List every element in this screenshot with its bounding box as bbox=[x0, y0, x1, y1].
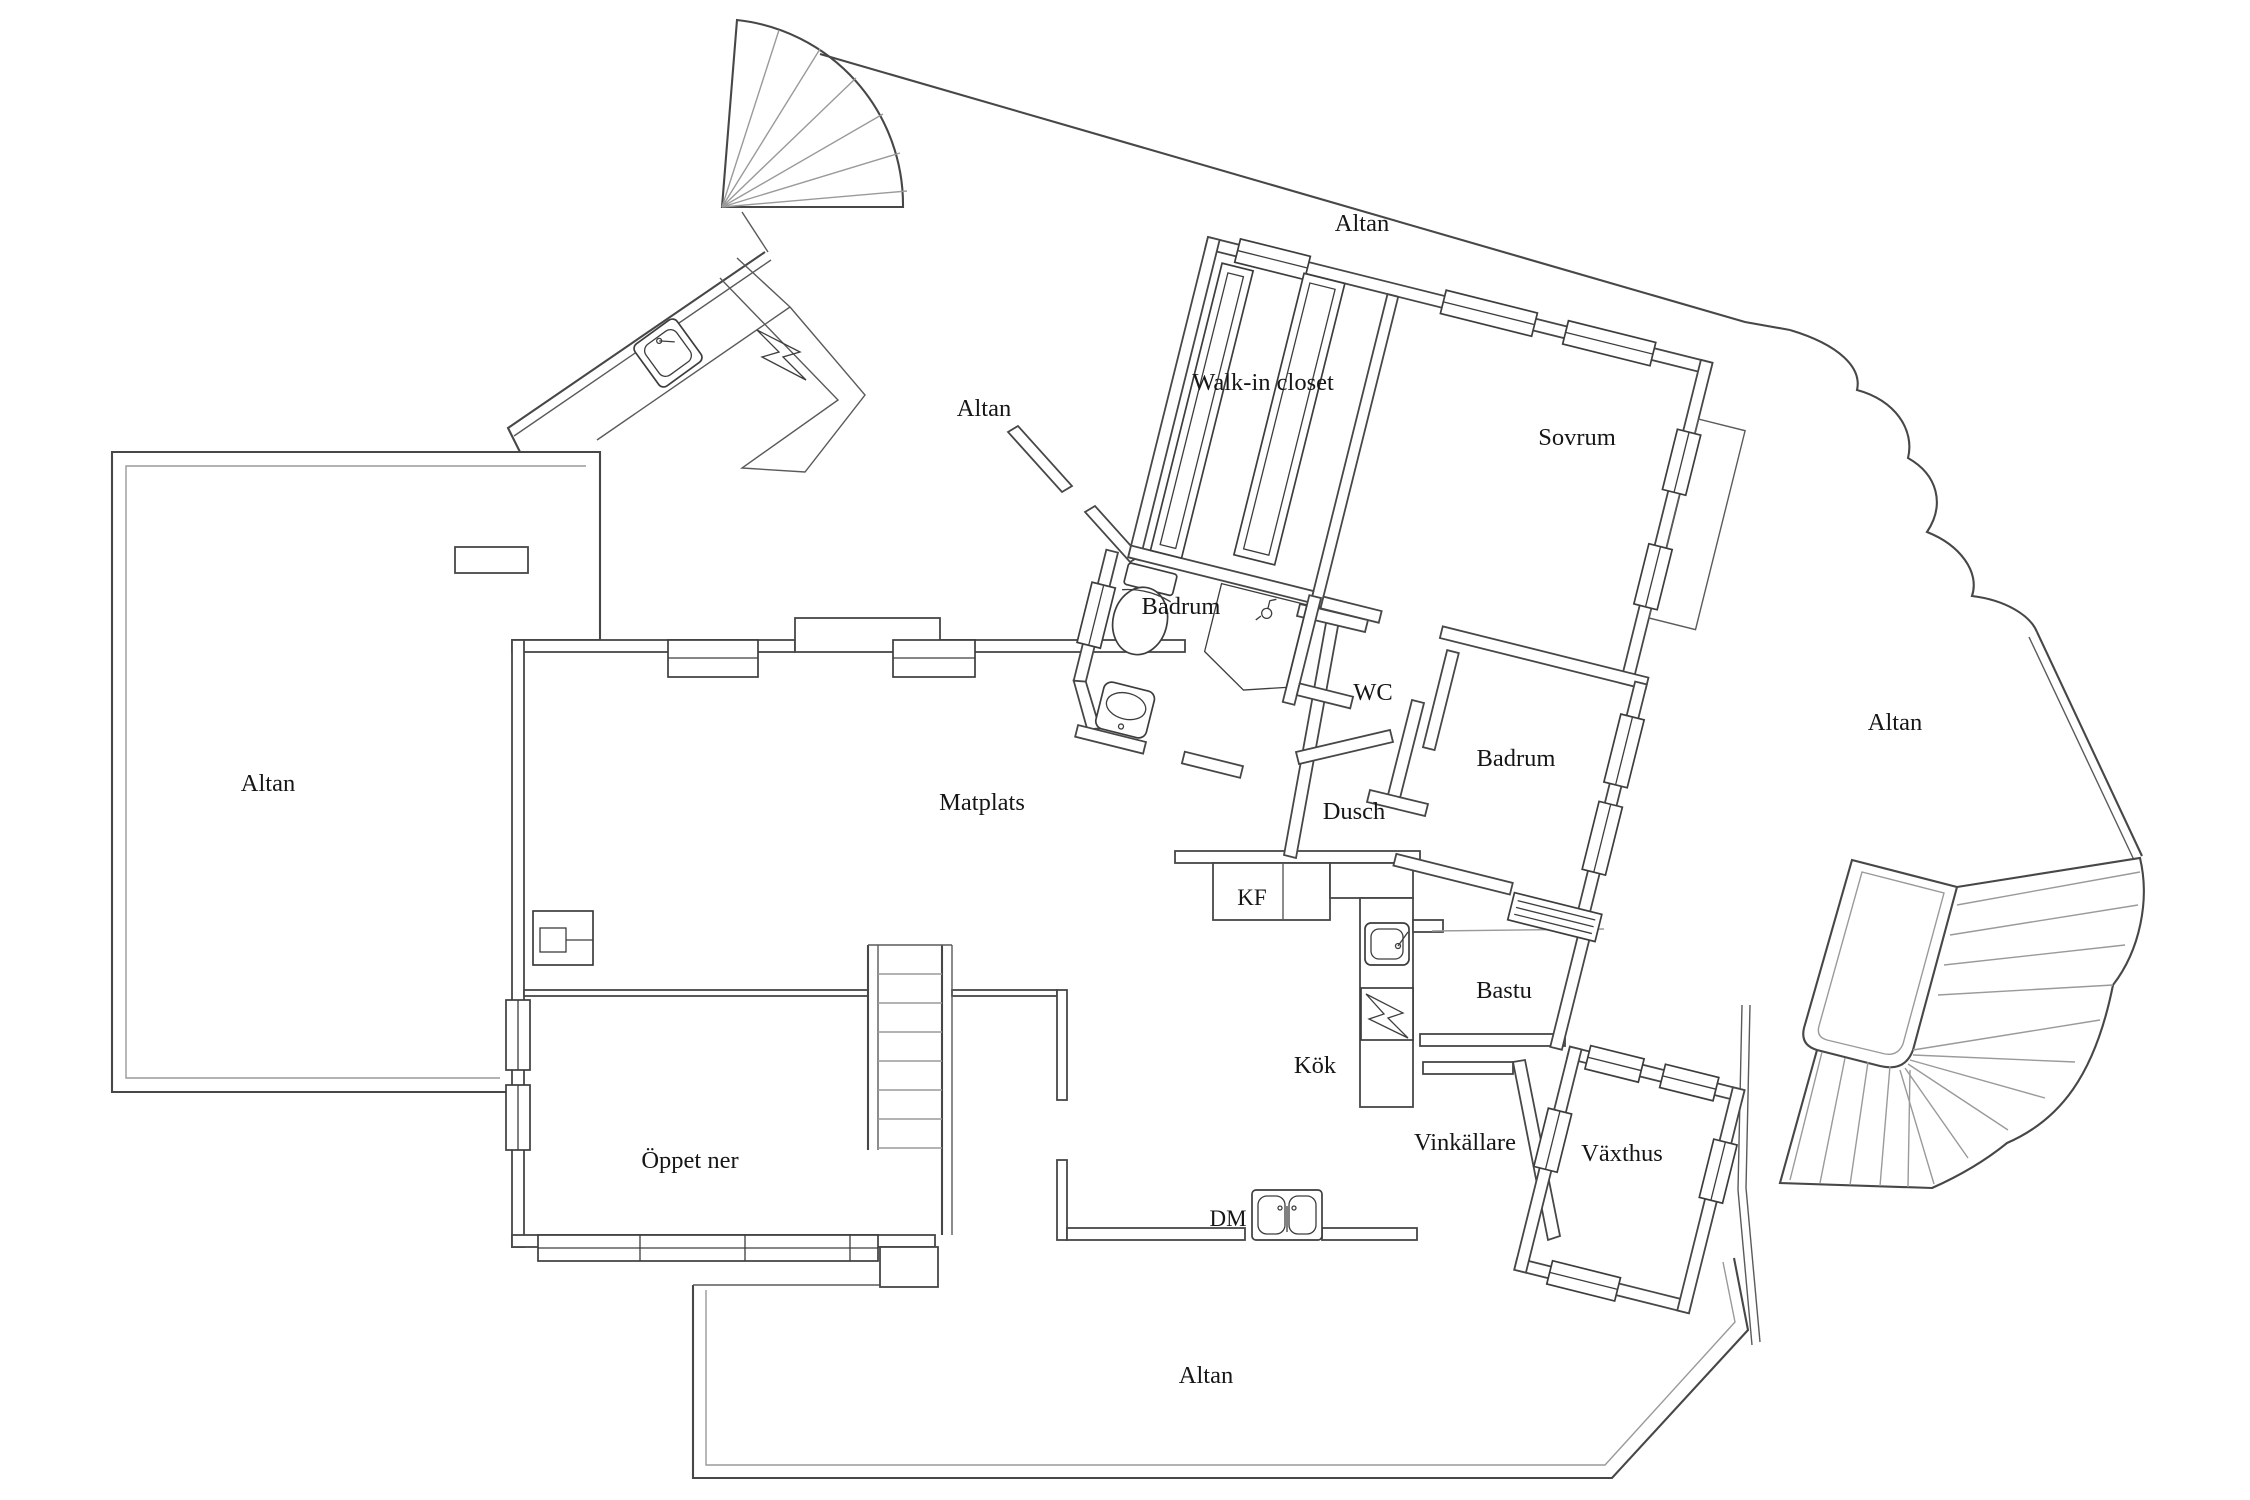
deck-curved-edge bbox=[1737, 328, 2143, 1346]
room-label-walk-in-closet: Walk-in closet bbox=[1192, 369, 1334, 396]
room-label-altan-left: Altan bbox=[241, 770, 295, 797]
fireplace-icon bbox=[532, 910, 594, 966]
wine-cellar-walls bbox=[1422, 1058, 1562, 1242]
room-label-vaxthus: Växthus bbox=[1581, 1140, 1663, 1167]
room-label-vinkallare: Vinkällare bbox=[1414, 1129, 1516, 1156]
room-label-oppet-ner: Öppet ner bbox=[641, 1147, 738, 1174]
room-label-matplats: Matplats bbox=[939, 789, 1025, 816]
main-house-walls bbox=[505, 617, 1421, 1288]
interior-staircase bbox=[866, 944, 953, 1235]
room-label-wc: WC bbox=[1353, 679, 1392, 706]
room-label-dm: DM bbox=[1209, 1206, 1246, 1231]
bedroom-wing bbox=[1072, 235, 1746, 1315]
kitchen-sink-icon bbox=[1364, 922, 1410, 966]
room-label-altan-top: Altan bbox=[1335, 210, 1389, 237]
deck-bench bbox=[454, 546, 529, 574]
room-label-sovrum: Sovrum bbox=[1538, 424, 1616, 451]
fan-staircase bbox=[720, 18, 908, 253]
fridge-freezer-cabinet bbox=[1212, 862, 1331, 921]
window bbox=[1532, 1044, 1739, 1303]
toilet-icon bbox=[1111, 562, 1178, 656]
room-labels: Altan Walk-in closet Sovrum Altan Badrum… bbox=[241, 210, 1922, 1389]
room-label-altan-bottom: Altan bbox=[1179, 1362, 1233, 1389]
sauna-heater-icon bbox=[1506, 891, 1603, 943]
outdoor-kitchen bbox=[596, 257, 866, 473]
room-label-dusch: Dusch bbox=[1323, 798, 1386, 825]
room-label-kf: KF bbox=[1237, 885, 1266, 910]
curved-staircase bbox=[1778, 856, 2145, 1190]
bathroom-right bbox=[1392, 649, 1648, 1051]
outdoor-sink-icon bbox=[633, 318, 703, 388]
bathroom-sink-icon bbox=[1094, 681, 1156, 739]
deck-boundary-top bbox=[506, 52, 1791, 453]
room-label-badrum-right: Badrum bbox=[1477, 745, 1556, 772]
window bbox=[505, 639, 976, 1262]
outdoor-grill-icon bbox=[756, 329, 807, 381]
kitchen bbox=[1066, 862, 1444, 1241]
greenhouse bbox=[1513, 1044, 1746, 1315]
bathroom-upper bbox=[1072, 548, 1355, 779]
room-label-badrum-upper: Badrum bbox=[1142, 593, 1221, 620]
room-label-bastu: Bastu bbox=[1476, 977, 1532, 1004]
window bbox=[1581, 713, 1646, 877]
room-label-altan-right: Altan bbox=[1868, 709, 1922, 736]
dishwasher-sink-icon bbox=[1251, 1189, 1323, 1241]
window bbox=[1233, 237, 1702, 611]
matplats-oppet-divider bbox=[523, 989, 869, 997]
stove-icon bbox=[1360, 987, 1414, 1041]
bay-window bbox=[1648, 418, 1746, 631]
shower-tray bbox=[1203, 582, 1308, 691]
wc-dusch-walls bbox=[1282, 602, 1430, 860]
entry-wall bbox=[1006, 424, 1142, 564]
room-label-altan-upper-left: Altan bbox=[957, 395, 1011, 422]
shower-head-icon bbox=[1255, 598, 1277, 621]
room-label-kok: Kök bbox=[1294, 1052, 1337, 1079]
wardrobe bbox=[1149, 262, 1346, 566]
